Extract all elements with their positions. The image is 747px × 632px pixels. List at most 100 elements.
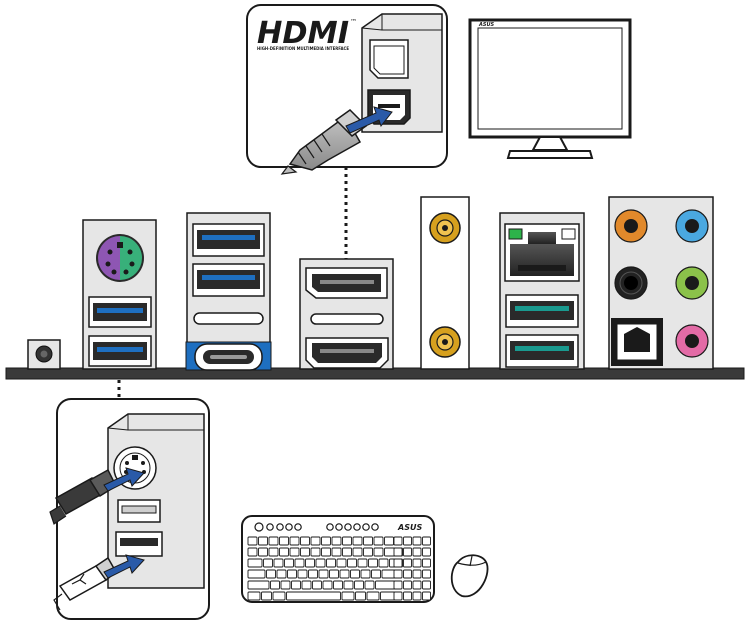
key <box>363 547 373 557</box>
key <box>287 569 297 579</box>
key <box>301 580 312 590</box>
key <box>322 580 333 590</box>
key <box>247 547 258 557</box>
key <box>329 569 339 579</box>
hdmi-port[interactable] <box>305 337 389 369</box>
keyboard-brand: ASUS <box>397 523 422 532</box>
key <box>341 591 355 601</box>
keyboard-media-keys <box>254 522 379 532</box>
key <box>268 536 279 546</box>
key <box>258 547 268 557</box>
usb-c-port[interactable] <box>185 341 272 371</box>
optical-spdif-port[interactable] <box>611 318 663 366</box>
key <box>284 558 294 568</box>
key <box>289 547 300 557</box>
key <box>422 591 431 601</box>
key <box>297 569 308 579</box>
key <box>291 580 301 590</box>
key <box>272 591 286 601</box>
usb-port-a2[interactable] <box>88 335 152 367</box>
key <box>333 580 343 590</box>
key <box>403 569 412 579</box>
audio-jack-orange[interactable] <box>614 209 648 243</box>
key <box>355 591 366 601</box>
key <box>268 547 279 557</box>
key <box>318 569 329 579</box>
audio-jack-green[interactable] <box>675 266 709 300</box>
key <box>342 547 352 557</box>
key <box>422 536 431 546</box>
key <box>310 536 321 546</box>
key <box>368 558 378 568</box>
key <box>403 536 412 546</box>
key <box>393 547 403 557</box>
key <box>384 536 394 546</box>
key <box>343 580 354 590</box>
audio-panel <box>608 196 714 370</box>
key <box>352 547 363 557</box>
key <box>422 547 431 557</box>
media-key <box>362 523 370 531</box>
ps2-port[interactable] <box>96 234 144 282</box>
wifi-antenna-ports <box>420 196 470 370</box>
audio-jack-blue[interactable] <box>675 209 709 243</box>
key <box>352 536 363 546</box>
media-key <box>371 523 379 531</box>
key <box>321 547 331 557</box>
lan-led-green <box>508 228 523 240</box>
key <box>270 580 280 590</box>
lan-port[interactable] <box>504 223 580 282</box>
key <box>350 569 360 579</box>
key <box>393 536 403 546</box>
key <box>326 558 336 568</box>
usb-port-c2[interactable] <box>505 334 579 368</box>
antenna-connector-2[interactable] <box>429 326 461 358</box>
key <box>339 569 350 579</box>
display-divider <box>310 313 384 325</box>
media-key <box>344 523 352 531</box>
displayport-port[interactable] <box>305 267 388 299</box>
hdmi-logo: HDMI ™ HIGH-DEFINITION MULTIMEDIA INTERF… <box>257 16 357 51</box>
key <box>300 536 310 546</box>
arrow-icon <box>345 106 393 134</box>
key <box>357 558 368 568</box>
key <box>412 547 422 557</box>
key <box>247 558 263 568</box>
key <box>336 558 347 568</box>
audio-jack-black[interactable] <box>614 266 648 300</box>
usb-port-c1[interactable] <box>505 294 579 328</box>
hdmi-logo-text: HDMI <box>257 16 349 51</box>
key <box>247 591 261 601</box>
key <box>378 558 389 568</box>
key <box>412 558 422 568</box>
media-key <box>266 523 274 531</box>
key <box>393 569 403 579</box>
keyboard-keys <box>247 536 431 601</box>
media-key <box>353 523 361 531</box>
key <box>258 536 268 546</box>
media-key <box>285 523 293 531</box>
key <box>321 536 331 546</box>
key <box>273 558 284 568</box>
key <box>422 580 431 590</box>
usb-port-b2[interactable] <box>192 263 265 297</box>
key <box>364 580 375 590</box>
usb-port-a1[interactable] <box>88 296 152 328</box>
key <box>261 591 272 601</box>
usb-port-b1[interactable] <box>192 223 265 257</box>
key <box>308 569 318 579</box>
antenna-connector-1[interactable] <box>429 212 461 244</box>
mouse-icon <box>450 554 489 597</box>
media-key <box>335 523 343 531</box>
key <box>247 569 266 579</box>
display-output-stack <box>299 258 394 370</box>
hdmi-tagline: HIGH-DEFINITION MULTIMEDIA INTERFACE <box>257 46 349 51</box>
key <box>393 558 403 568</box>
bios-button[interactable] <box>27 339 61 370</box>
key <box>280 580 291 590</box>
key <box>305 558 315 568</box>
audio-jack-pink[interactable] <box>675 324 709 358</box>
key <box>360 569 371 579</box>
key <box>403 558 412 568</box>
